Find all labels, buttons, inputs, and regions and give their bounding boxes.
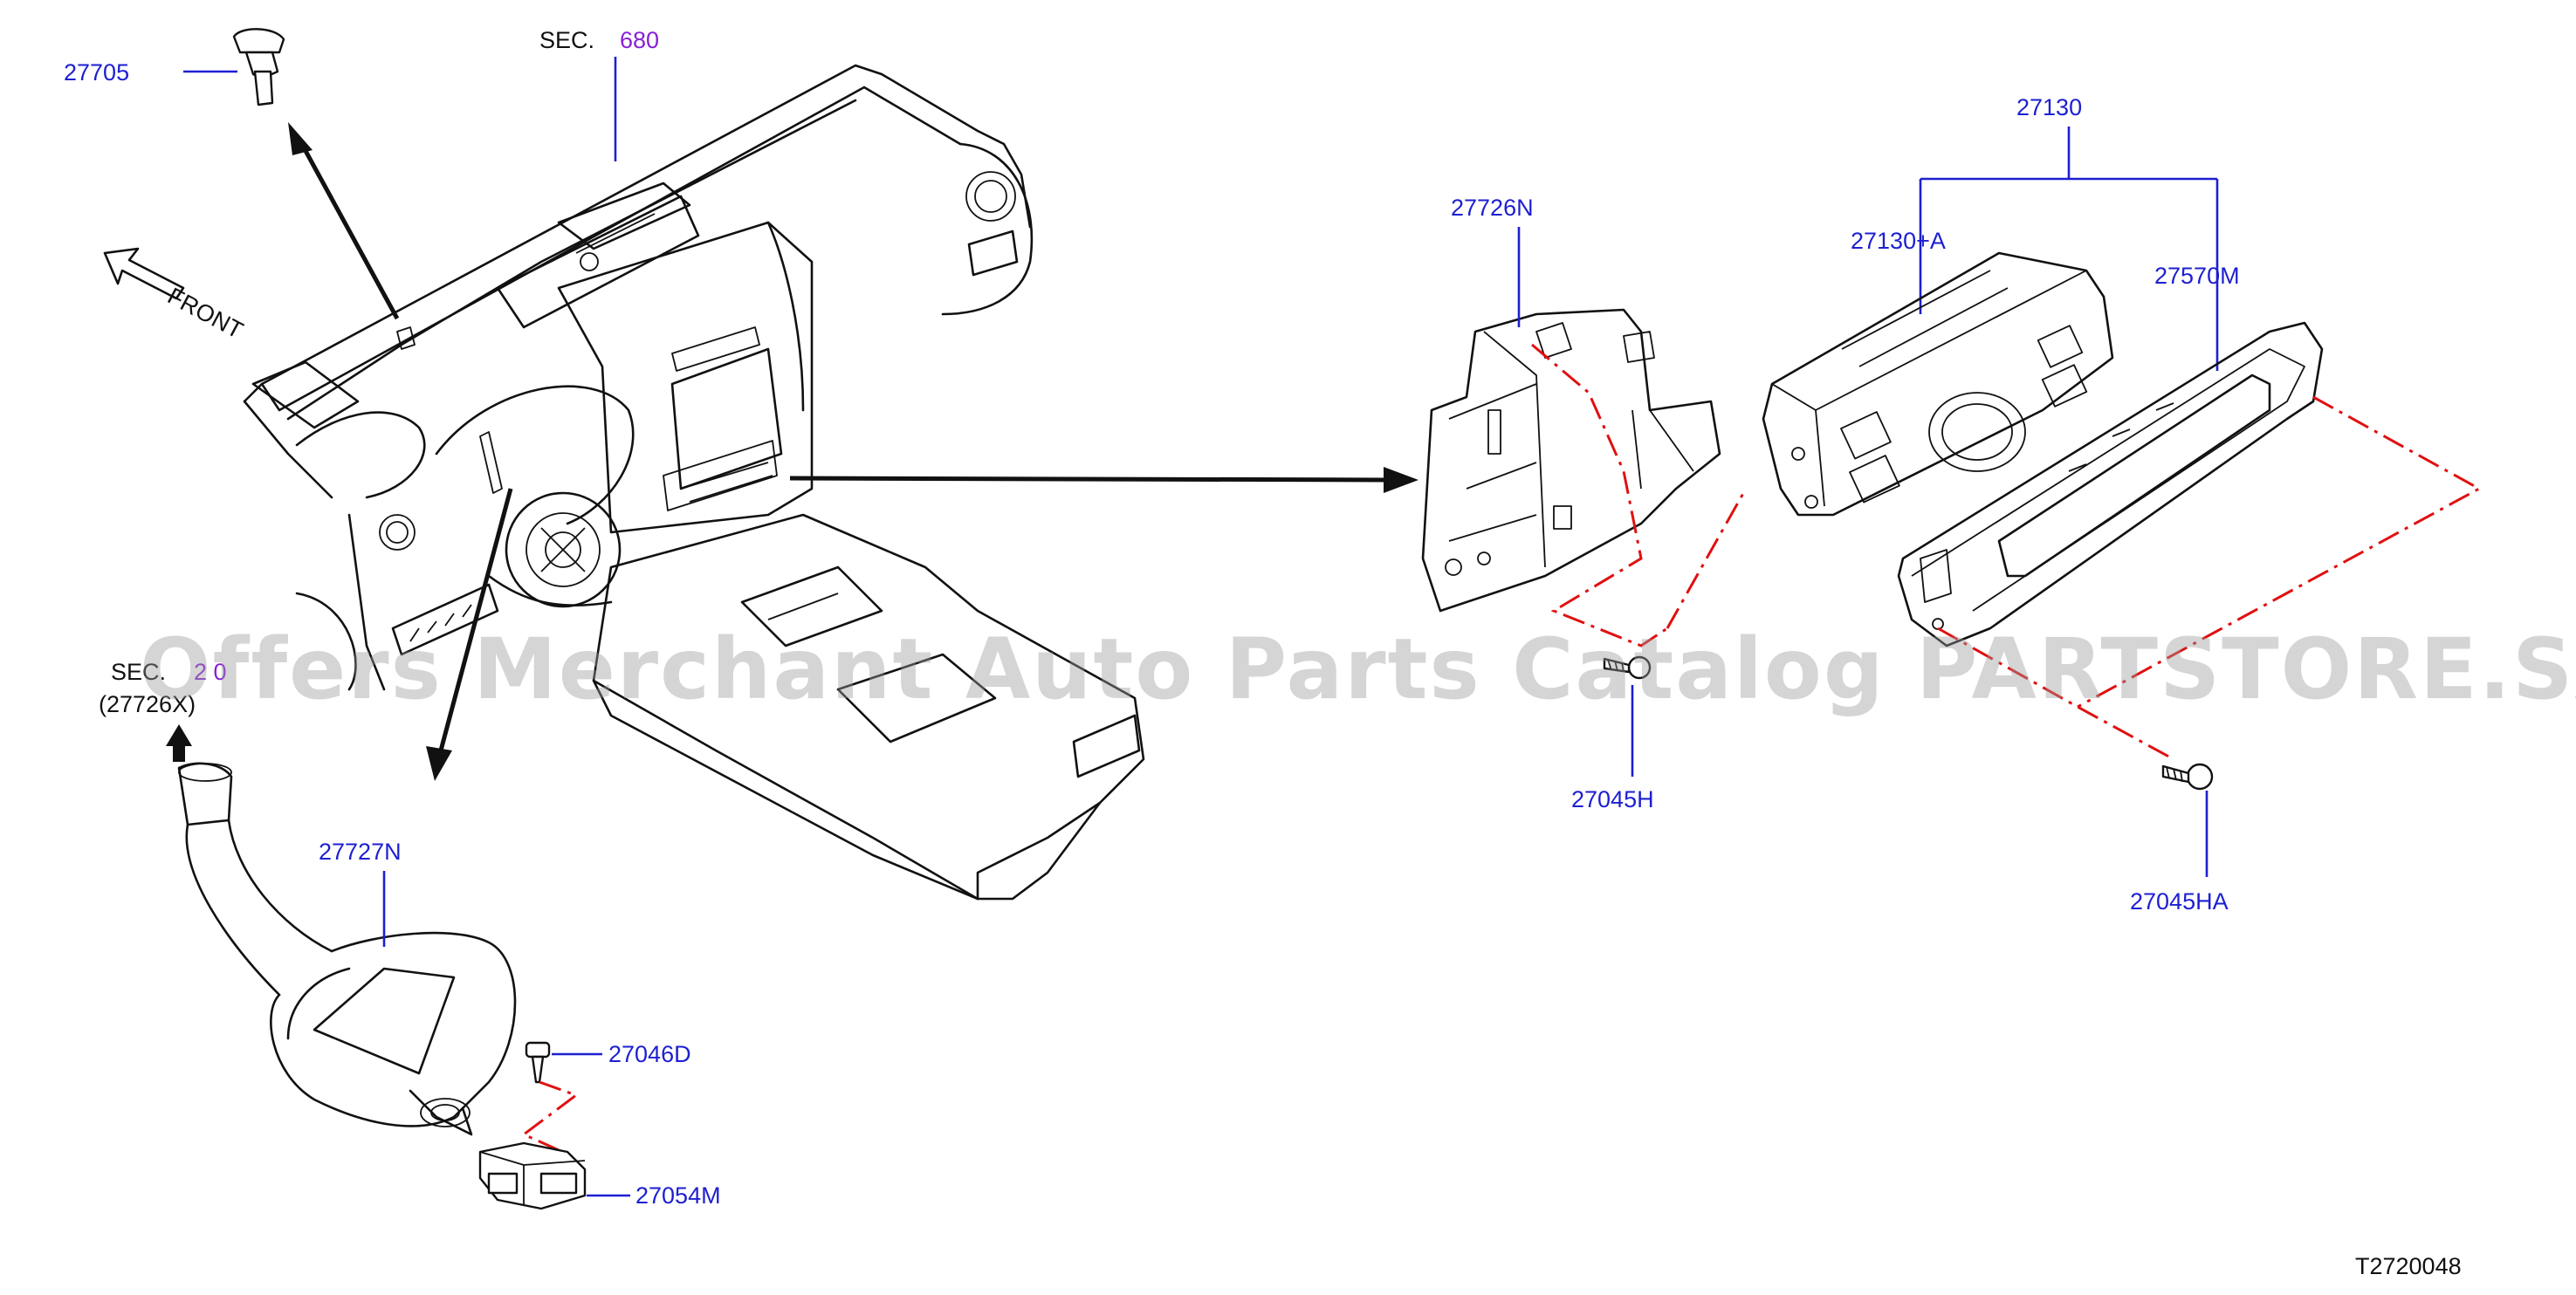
arrowhead-sec-270: [426, 746, 452, 781]
sensor-27054m-drawing: [478, 1141, 587, 1210]
part-27045h[interactable]: 27045H: [1571, 786, 1654, 812]
arrowhead-control-assembly: [1384, 467, 1419, 493]
arrow-to-27705: [297, 138, 400, 320]
clip-27705-drawing: [232, 28, 285, 106]
arrow-to-sec-270: [438, 488, 513, 751]
front-label: FRONT: [163, 283, 247, 344]
phantom-27570m-lower: [1937, 627, 2174, 761]
control-unit-27130a-drawing: [1762, 251, 2114, 517]
part-27726n[interactable]: 27726N: [1451, 195, 1534, 221]
aspirator-duct-27727n-drawing: [177, 762, 517, 1136]
instrument-panel-drawing: [243, 64, 1145, 901]
part-27727n[interactable]: 27727N: [319, 839, 402, 865]
screw-27045ha-drawing: [2161, 763, 2214, 791]
part-27130a[interactable]: 27130+A: [1851, 228, 1946, 254]
phantom-27726n-left: [1531, 343, 1668, 648]
phantom-27726n-right: [1666, 488, 1748, 629]
arrow-stem-sec-270-ref: [173, 744, 185, 762]
front-direction-arrow: FRONT: [103, 247, 247, 344]
sec-680-prefix: SEC.: [539, 27, 594, 53]
sec-270-prefix: SEC.: [111, 659, 166, 685]
phantom-27570m-upper: [2077, 395, 2483, 709]
leader-27130: [1919, 127, 2219, 371]
figure-id: T2720048: [2355, 1253, 2462, 1279]
screw-27046d-drawing: [525, 1041, 551, 1084]
sec-270-number[interactable]: 2 0: [194, 659, 227, 685]
part-27054m[interactable]: 27054M: [635, 1182, 721, 1209]
phantom-27046d: [521, 1080, 580, 1152]
part-27570m[interactable]: 27570M: [2154, 263, 2240, 289]
arrow-to-control-assembly: [789, 476, 1389, 483]
part-27045ha[interactable]: 27045HA: [2130, 888, 2229, 915]
arrowhead-27705: [288, 122, 313, 155]
part-27705[interactable]: 27705: [64, 59, 129, 86]
sec-680-number[interactable]: 680: [620, 27, 659, 53]
part-27046d[interactable]: 27046D: [608, 1041, 691, 1067]
watermark-text: Offers Merchant Auto Parts Catalog PARTS…: [140, 620, 2576, 718]
sec-270-ref[interactable]: (27726X): [99, 691, 196, 717]
part-27130[interactable]: 27130: [2016, 94, 2082, 120]
screw-27045h-drawing: [1603, 655, 1652, 680]
bracket-27726n-drawing: [1421, 308, 1721, 613]
arrowhead-sec-270-ref: [166, 724, 192, 746]
finisher-27570m-drawing: [1897, 321, 2324, 648]
